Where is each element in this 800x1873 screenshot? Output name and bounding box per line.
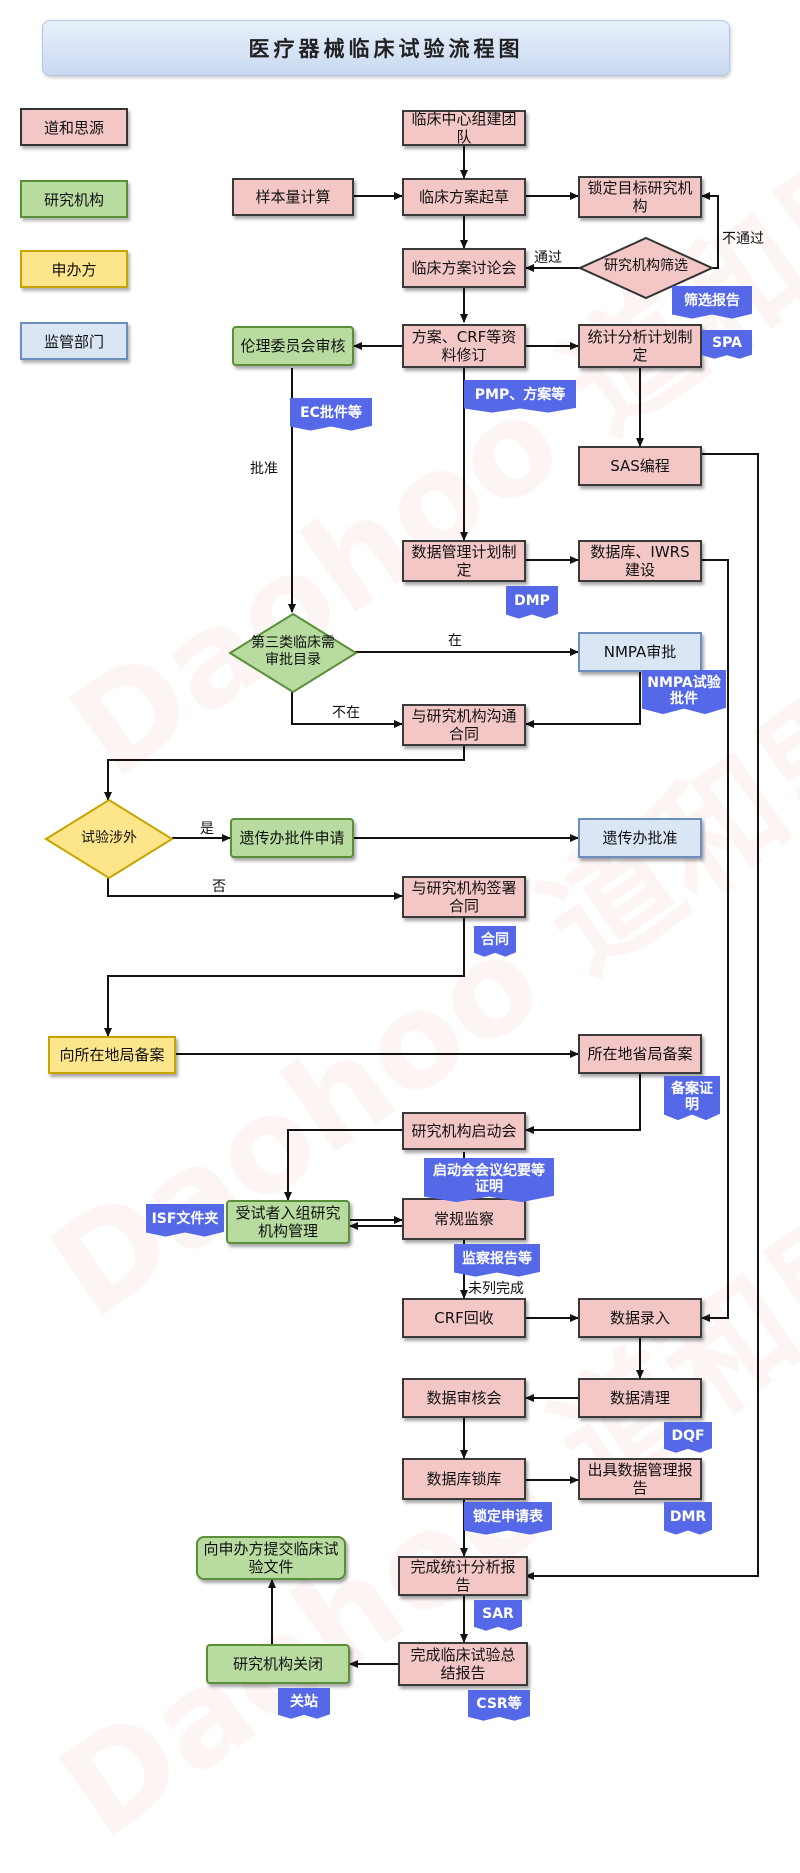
node-foreign-label: 试验涉外 bbox=[81, 830, 137, 846]
node-db-lock: 数据库锁库 bbox=[402, 1458, 526, 1500]
doc-ec: EC批件等 bbox=[290, 398, 372, 431]
node-genetic-apply: 遗传办批件申请 bbox=[230, 818, 354, 858]
node-monitor: 常规监察 bbox=[402, 1198, 526, 1240]
node-kickoff: 研究机构启动会 bbox=[402, 1112, 526, 1150]
edge-label-not-done: 未列完成 bbox=[468, 1281, 524, 1297]
edge-label-yes: 是 bbox=[200, 821, 214, 837]
doc-closeout: 关站 bbox=[278, 1688, 330, 1719]
legend-item-site: 研究机构 bbox=[20, 180, 128, 218]
node-revise: 方案、CRF等资料修订 bbox=[402, 324, 526, 368]
node-dm-report: 出具数据管理报告 bbox=[578, 1458, 702, 1500]
doc-screen-report: 筛选报告 bbox=[672, 286, 752, 319]
edge-label-approve: 批准 bbox=[250, 461, 278, 477]
node-crf-back: CRF回收 bbox=[402, 1298, 526, 1338]
node-ethics: 伦理委员会审核 bbox=[232, 326, 354, 366]
legend-item-sponsor: 申办方 bbox=[20, 250, 128, 288]
node-record-prov: 所在地省局备案 bbox=[578, 1034, 702, 1074]
flow-connectors bbox=[104, 146, 759, 1668]
doc-nmpa: NMPA试验批件 bbox=[642, 670, 726, 715]
node-close: 研究机构关闭 bbox=[206, 1644, 350, 1684]
node-dm-plan: 数据管理计划制定 bbox=[402, 540, 526, 582]
node-nmpa: NMPA审批 bbox=[578, 632, 702, 672]
legend-item-daohe: 道和思源 bbox=[20, 108, 128, 146]
doc-dmr: DMR bbox=[664, 1502, 712, 1535]
node-discuss: 临床方案讨论会 bbox=[402, 248, 526, 288]
node-screen-label: 研究机构筛选 bbox=[604, 258, 688, 274]
node-csr-done: 完成临床试验总结报告 bbox=[398, 1642, 528, 1686]
node-sign: 与研究机构签署合同 bbox=[402, 876, 526, 918]
node-draft: 临床方案起草 bbox=[402, 178, 526, 216]
doc-csr: CSR等 bbox=[468, 1690, 530, 1721]
edge-label-fail: 不通过 bbox=[722, 231, 764, 247]
node-data-entry: 数据录入 bbox=[578, 1298, 702, 1338]
edge-label-in: 在 bbox=[448, 633, 462, 649]
node-db-build: 数据库、IWRS建设 bbox=[578, 540, 702, 582]
node-genetic-ok: 遗传办批准 bbox=[578, 818, 702, 858]
node-stat-plan: 统计分析计划制定 bbox=[578, 324, 702, 368]
node-subject-mgmt: 受试者入组研究机构管理 bbox=[226, 1200, 350, 1244]
node-class3-label: 第三类临床需审批目录 bbox=[251, 635, 335, 668]
node-class3-diamond bbox=[228, 612, 358, 694]
doc-record-cert: 备案证明 bbox=[664, 1076, 720, 1121]
doc-spa: SPA bbox=[702, 330, 752, 359]
node-team: 临床中心组建团队 bbox=[402, 110, 526, 146]
doc-dmp: DMP bbox=[506, 586, 558, 619]
node-data-review: 数据审核会 bbox=[402, 1378, 526, 1418]
doc-kickoff: 启动会会议纪要等证明 bbox=[424, 1158, 554, 1203]
node-screen-diamond bbox=[578, 236, 714, 300]
page-title: 医疗器械临床试验流程图 bbox=[42, 20, 730, 76]
node-sas: SAS编程 bbox=[578, 446, 702, 486]
doc-isf: ISF文件夹 bbox=[146, 1204, 224, 1237]
doc-dqf: DQF bbox=[664, 1422, 712, 1453]
edge-label-no: 否 bbox=[212, 879, 226, 895]
doc-monitor: 监察报告等 bbox=[454, 1244, 540, 1277]
node-data-clean: 数据清理 bbox=[578, 1378, 702, 1418]
node-record-local: 向所在地局备案 bbox=[48, 1036, 176, 1074]
node-submit: 向申办方提交临床试验文件 bbox=[196, 1536, 346, 1580]
doc-sar: SAR bbox=[474, 1600, 522, 1631]
node-foreign-diamond bbox=[44, 798, 174, 880]
node-sample: 样本量计算 bbox=[232, 178, 354, 216]
edge-label-not-in: 不在 bbox=[332, 705, 360, 721]
edge-label-pass: 通过 bbox=[534, 250, 562, 266]
legend-item-regulator: 监管部门 bbox=[20, 322, 128, 360]
doc-contract: 合同 bbox=[474, 926, 516, 957]
doc-lock-req: 锁定申请表 bbox=[464, 1502, 552, 1535]
node-negotiate: 与研究机构沟通合同 bbox=[402, 704, 526, 746]
node-sar-done: 完成统计分析报告 bbox=[398, 1556, 528, 1596]
node-lock-site: 锁定目标研究机构 bbox=[578, 176, 702, 218]
doc-pmp: PMP、方案等 bbox=[464, 380, 576, 413]
